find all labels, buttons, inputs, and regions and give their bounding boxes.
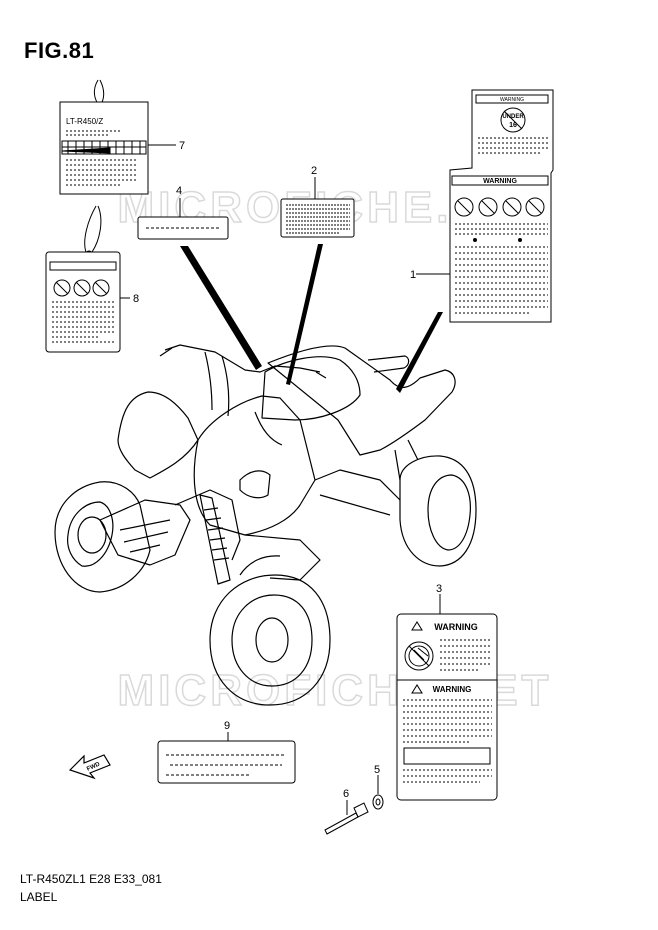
callout-9: 9 — [224, 720, 230, 732]
figure-name: LABEL — [20, 890, 58, 904]
warning-label-3 — [396, 594, 498, 801]
fwd-arrow-text: FWD — [86, 761, 102, 772]
warning-text-3b: WARNING — [433, 685, 472, 694]
callout-3: 3 — [436, 583, 442, 595]
rect-label-9 — [157, 732, 296, 784]
warning-text-1a: WARNING — [500, 97, 524, 103]
atv-vehicle-outline — [54, 344, 477, 706]
rivet-part-6 — [324, 800, 369, 835]
warning-label-1 — [416, 89, 554, 323]
callout-4: 4 — [176, 185, 182, 197]
callout-8: 8 — [133, 293, 139, 305]
fwd-arrow-icon — [68, 754, 111, 780]
hang-tag-label-7 — [59, 79, 176, 195]
tag-model-text: LT-R450/Z — [66, 117, 103, 126]
callout-numbers: 1 2 3 4 5 6 7 8 9 — [133, 140, 442, 800]
pointer-wedges — [180, 244, 443, 393]
washer-part-5 — [372, 775, 384, 810]
warning-text-1b: WARNING — [483, 178, 517, 185]
warning-tag-label-8 — [45, 205, 130, 353]
callout-7: 7 — [179, 140, 185, 152]
figure-title: FIG.81 — [24, 38, 95, 63]
figure-code: LT-R450ZL1 E28 E33_081 — [20, 872, 162, 886]
callout-6: 6 — [343, 788, 349, 800]
hatched-label-2 — [280, 177, 355, 238]
rect-label-4 — [137, 198, 229, 240]
callout-1: 1 — [410, 269, 416, 281]
age-badge-top: UNDER — [502, 114, 524, 120]
callout-5: 5 — [374, 764, 380, 776]
warning-text-3a: WARNING — [434, 622, 478, 632]
callout-2: 2 — [311, 165, 317, 177]
age-badge-num: 16 — [509, 122, 517, 129]
